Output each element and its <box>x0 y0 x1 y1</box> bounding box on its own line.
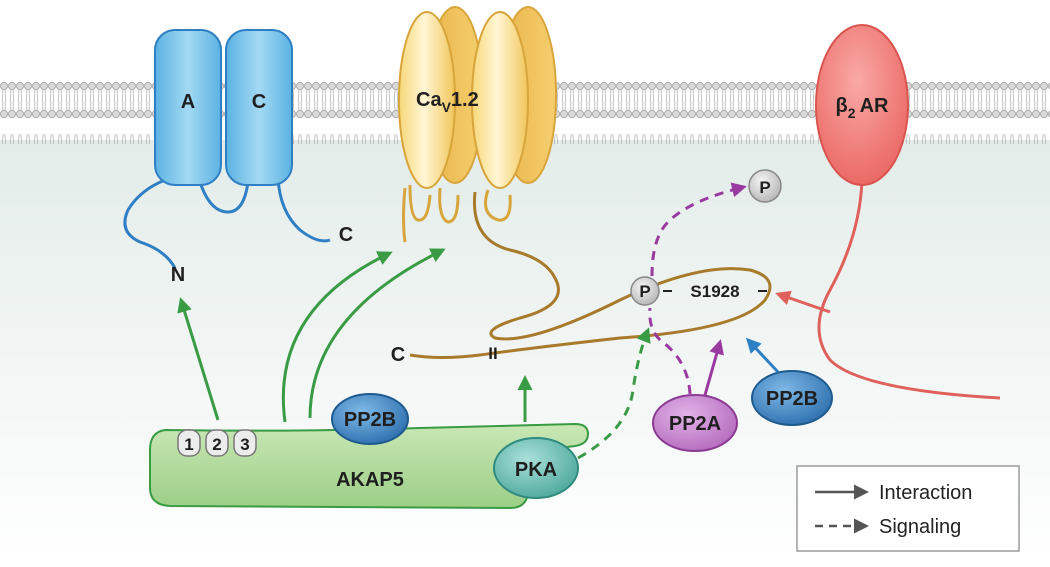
legend-signaling-label: Signaling <box>879 516 961 538</box>
domain-a <box>154 29 222 186</box>
svg-text:3: 3 <box>240 435 249 454</box>
pp2a-to-s1928-arrow <box>703 339 724 396</box>
pp2a-label: PP2A <box>669 413 721 435</box>
akap5-scaffold: AKAP5 1 2 3 <box>149 422 590 510</box>
phosphate-released-label: P <box>759 178 770 197</box>
pp2a-to-p-dashed-line <box>648 307 692 395</box>
n-terminal-tail <box>123 178 177 269</box>
akap-site-1: 1 <box>177 429 201 457</box>
beta-to-s1928-arrow <box>775 290 831 314</box>
pp2b-to-s1928-arrow <box>745 337 780 374</box>
akap-site-3: 3 <box>233 429 257 457</box>
pp2b-akap-bound: PP2B <box>331 393 409 445</box>
domain-c-label: C <box>252 91 266 113</box>
channel-linker <box>198 181 250 214</box>
pp2a: PP2A <box>652 394 738 452</box>
cav-label: CaV1.2 <box>416 89 479 115</box>
phosphate-bound-label: P <box>639 282 650 301</box>
pka-to-p-dashed-arrow <box>577 327 651 460</box>
signaling-arrows <box>577 182 747 460</box>
phosphate-released: P <box>748 169 782 203</box>
cav-c-terminus-label: C <box>391 344 405 366</box>
c-terminal-tail <box>276 177 331 243</box>
pka: PKA <box>493 437 579 499</box>
n-terminus-label: N <box>171 264 185 286</box>
domain-a-label: A <box>181 91 195 113</box>
pp2b-free: PP2B <box>751 370 833 426</box>
domain-c <box>225 29 293 186</box>
ii-marker: II <box>488 344 497 363</box>
svg-text:1: 1 <box>184 435 193 454</box>
akap5-label: AKAP5 <box>336 469 404 491</box>
akap-to-cav-arrow-1 <box>281 251 393 423</box>
svg-text:2: 2 <box>212 435 221 454</box>
phosphate-bound: P <box>630 276 660 306</box>
akap-to-n-arrow <box>177 297 220 421</box>
blue-channel: A C N C <box>123 29 353 286</box>
cav12-channel: CaV1.2 <box>398 6 557 243</box>
pp2b-free-label: PP2B <box>766 388 818 410</box>
akap-site-2: 2 <box>205 429 229 457</box>
legend-interaction-label: Interaction <box>879 482 972 504</box>
pka-label: PKA <box>515 459 557 481</box>
c-terminus-label: C <box>339 224 353 246</box>
interaction-arrows <box>177 248 533 423</box>
s1928-label: S1928 <box>690 282 739 301</box>
legend: Interaction Signaling <box>796 465 1020 552</box>
beta2-ar-tail <box>817 179 1001 400</box>
p-release-dashed-arrow <box>650 182 747 277</box>
pp2b-akap-label: PP2B <box>344 409 396 431</box>
akap-to-cav-arrow-2 <box>308 248 446 419</box>
